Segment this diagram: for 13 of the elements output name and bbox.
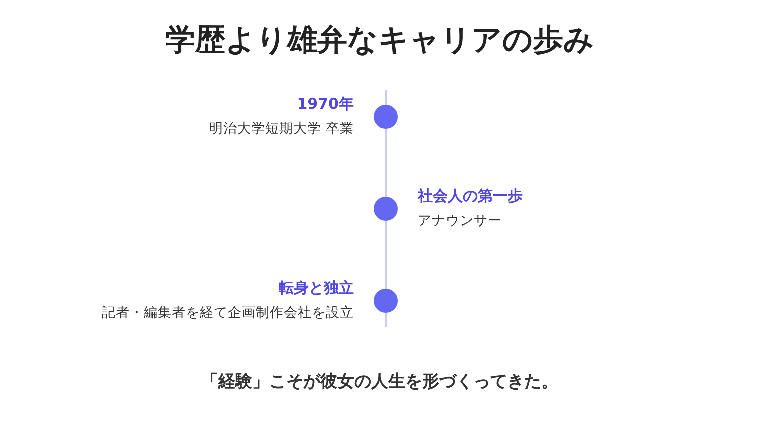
milestone-heading: 1970年 xyxy=(297,95,354,114)
timeline-dot xyxy=(374,197,398,221)
diagram-title: 学歴より雄弁なキャリアの歩み xyxy=(164,22,596,60)
milestone-heading: 転身と独立 xyxy=(279,279,354,298)
timeline-dot xyxy=(374,105,398,129)
timeline-dot xyxy=(374,289,398,313)
milestone-heading: 社会人の第一歩 xyxy=(418,187,523,206)
milestone-description: 明治大学短期大学 卒業 xyxy=(210,120,354,138)
milestone-description: アナウンサー xyxy=(418,212,502,230)
timeline-connector xyxy=(385,221,387,289)
milestone-description: 記者・編集者を経て企画制作会社を設立 xyxy=(102,304,354,322)
caption-text: 「経験」こそが彼女の人生を形づくってきた。 xyxy=(200,371,560,393)
timeline-connector xyxy=(385,129,387,197)
